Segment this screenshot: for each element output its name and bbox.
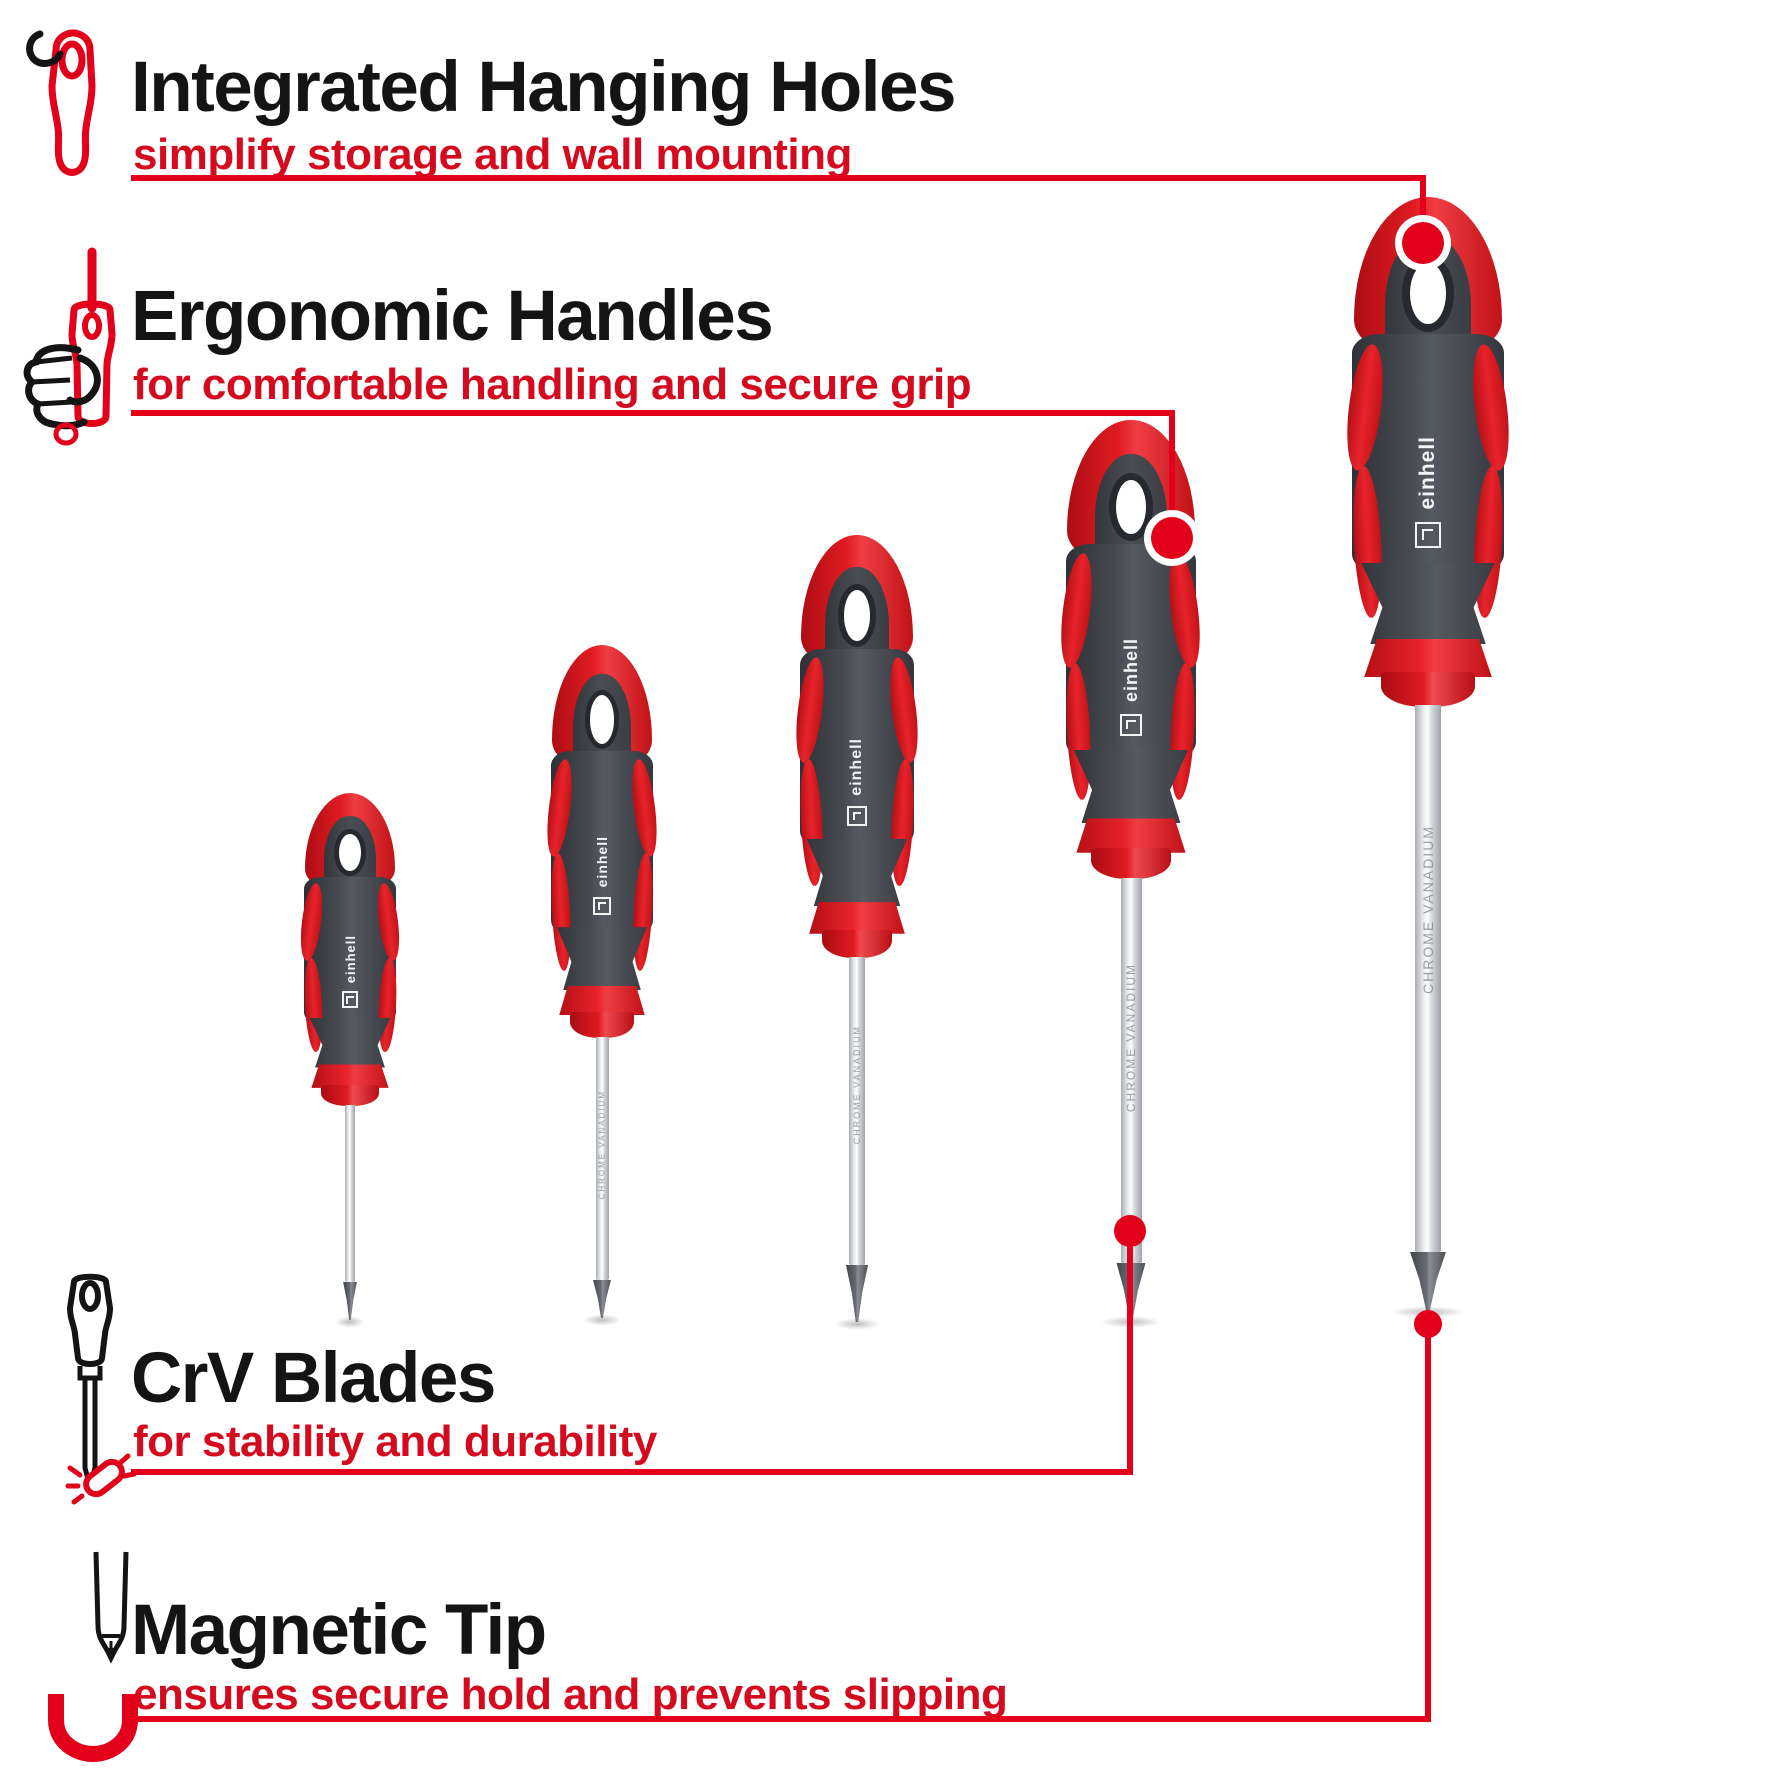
- magnet-icon: [48, 1551, 138, 1763]
- blade-engraving: CHROME VANADIUM: [852, 1024, 862, 1145]
- callout-line-magnetic-tip: [131, 1716, 1431, 1722]
- callout-dot-magnetic-tip: [1414, 1310, 1442, 1338]
- einhell-cube-logo: [1415, 522, 1441, 548]
- ferrule-bell: [559, 986, 645, 1016]
- ferrule-collar: [570, 1011, 634, 1039]
- hanging-hole: [334, 828, 366, 876]
- callout-line-crv-blades-riser: [1127, 1231, 1133, 1475]
- handle-waist: [806, 838, 908, 907]
- tip-shadow: [576, 1312, 628, 1328]
- callout-line-magnetic-tip-riser: [1425, 1324, 1431, 1722]
- blade-engraving: CHROME VANADIUM: [1124, 962, 1138, 1112]
- screwdriver-blade: CHROME VANADIUM: [849, 957, 865, 1265]
- callout-dot-hanging-holes: [1402, 222, 1444, 264]
- feature-subtitle-crv-blades: for stability and durability: [133, 1417, 657, 1466]
- einhell-cube-logo: [1119, 713, 1143, 736]
- brand-label: einhell: [848, 737, 865, 796]
- einhell-cube-logo: [341, 991, 359, 1009]
- callout-dot-ergonomic-handles: [1151, 517, 1193, 559]
- handle-waist: [1361, 562, 1495, 645]
- feature-subtitle-magnetic-tip: ensures secure hold and prevents slippin…: [133, 1670, 1008, 1719]
- handle-waist: [1073, 749, 1189, 824]
- screwdriver-tip: [845, 1265, 869, 1322]
- callout-dot-crv-blades: [1114, 1215, 1146, 1247]
- feature-title-crv-blades: CrV Blades: [131, 1339, 496, 1418]
- einhell-cube-logo: [592, 897, 612, 916]
- callout-line-hanging-holes: [131, 175, 1425, 181]
- ferrule-collar: [321, 1084, 379, 1106]
- blade-engraving: CHROME VANADIUM: [597, 1090, 607, 1200]
- brand-label: einhell: [594, 836, 610, 888]
- feature-title-ergonomic-handles: Ergonomic Handles: [131, 277, 774, 356]
- screwdriver-blade: CHROME VANADIUM: [595, 1037, 609, 1280]
- brand-label: einhell: [342, 935, 358, 984]
- callout-line-ergonomic-handles: [131, 410, 1175, 416]
- hanging-hole: [1108, 472, 1154, 542]
- handle-waist: [557, 927, 647, 990]
- ferrule-bell: [1364, 638, 1492, 678]
- brand-badge: einhell: [800, 674, 914, 827]
- screwdriver-tip: [1410, 1252, 1446, 1310]
- brand-badge: einhell: [551, 774, 653, 916]
- feature-title-hanging-holes: Integrated Hanging Holes: [131, 48, 956, 127]
- handle-waist: [309, 1017, 391, 1068]
- brand-label: einhell: [1416, 436, 1439, 510]
- blade-burst-icon: [65, 1273, 137, 1505]
- hanging-hole: [837, 583, 877, 647]
- brand-badge: einhell: [1066, 571, 1196, 736]
- brand-badge: einhell: [304, 896, 396, 1009]
- screwdriver-blade: CHROME VANADIUM: [1415, 705, 1441, 1252]
- callout-line-hanging-holes-drop: [1420, 175, 1426, 245]
- feature-title-magnetic-tip: Magnetic Tip: [131, 1591, 547, 1670]
- hanging-hole-icon: [26, 29, 96, 176]
- hanging-hole: [1402, 255, 1454, 332]
- ferrule-bell: [311, 1064, 389, 1088]
- hand-grip-icon: [23, 247, 116, 446]
- screwdriver-blade: CHROME VANADIUM: [345, 1105, 355, 1282]
- einhell-cube-logo: [847, 806, 867, 827]
- screwdriver-blade: CHROME VANADIUM: [1120, 878, 1142, 1263]
- ferrule-collar: [821, 929, 893, 959]
- ferrule-collar: [1380, 671, 1476, 707]
- callout-line-ergonomic-handles-drop: [1169, 410, 1175, 540]
- blade-engraving: CHROME VANADIUM: [1420, 825, 1436, 995]
- feature-subtitle-ergonomic-handles: for comfortable handling and secure grip: [133, 360, 972, 409]
- tip-shadow: [825, 1316, 889, 1332]
- ferrule-collar: [1090, 848, 1172, 880]
- ferrule-bell: [809, 902, 905, 934]
- tip-shadow: [330, 1314, 370, 1330]
- brand-badge: einhell: [1352, 365, 1504, 548]
- ferrule-bell: [1076, 818, 1186, 853]
- hanging-hole: [584, 690, 620, 749]
- callout-line-crv-blades: [131, 1469, 1133, 1475]
- brand-label: einhell: [1120, 638, 1141, 703]
- feature-subtitle-hanging-holes: simplify storage and wall mounting: [133, 130, 852, 179]
